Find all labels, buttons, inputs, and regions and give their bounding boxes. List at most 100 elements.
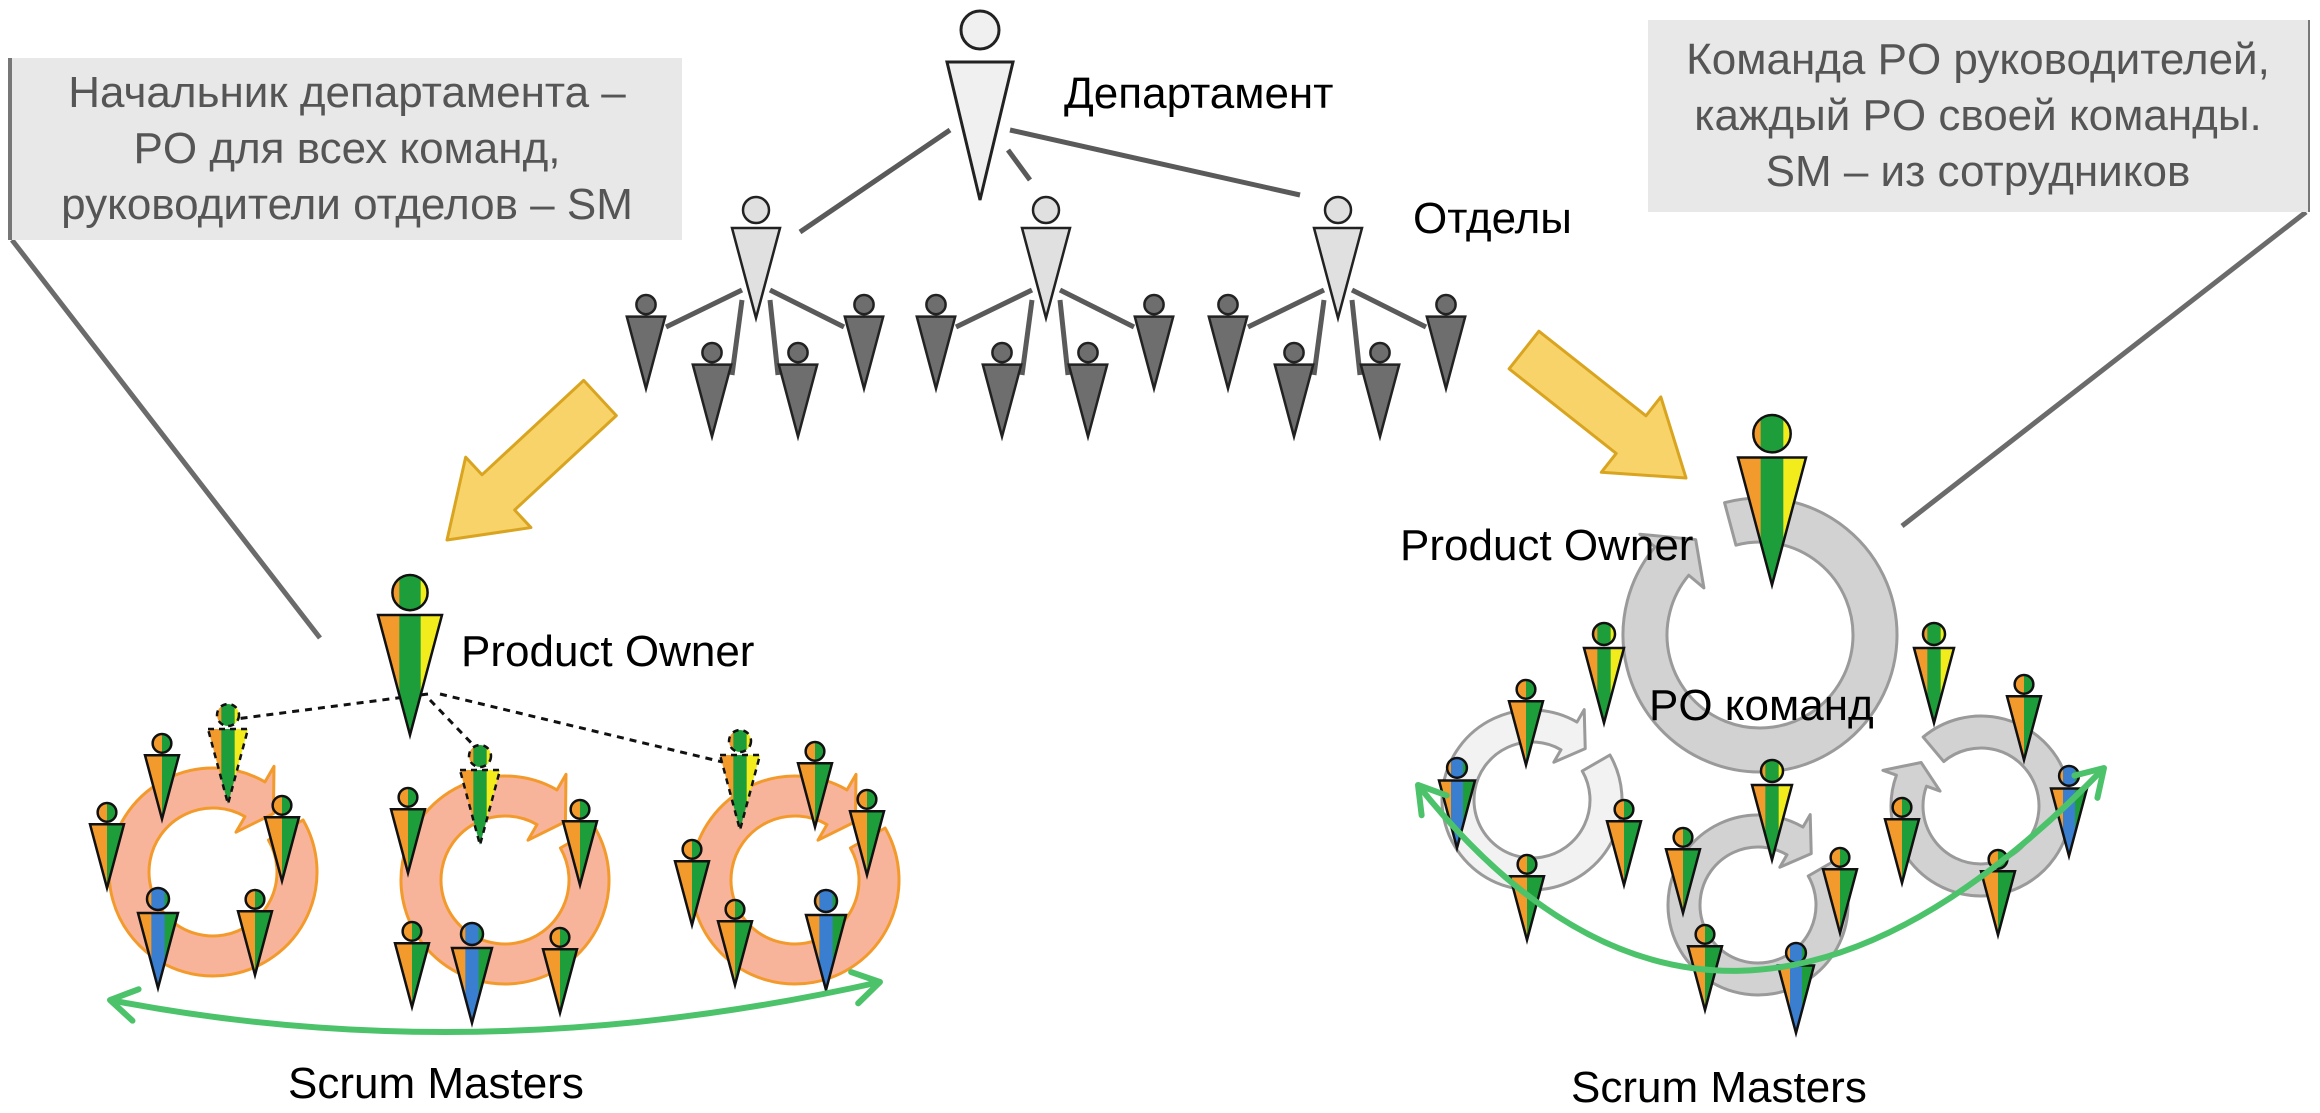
person-head-outline: [459, 921, 485, 947]
person-outline: [1664, 848, 1702, 918]
person-head-outline: [1516, 853, 1538, 875]
person-head-outline: [1921, 621, 1947, 647]
scrum-masters-arc-right: [1415, 765, 2107, 974]
person-outline: [673, 860, 711, 930]
person-outline: [848, 810, 886, 880]
person-head-outline: [215, 702, 241, 728]
person-head-outline: [1829, 846, 1851, 868]
arc-arrowhead-right: [2071, 765, 2107, 801]
person-outline: [1508, 875, 1546, 945]
left-note-line-3: руководители отделов – SM: [61, 180, 633, 229]
division-head-icon: [730, 195, 782, 323]
right-note-line-3: SM – из сотрудников: [1765, 147, 2191, 196]
employee-icon: [625, 293, 667, 394]
person-body: [945, 60, 1015, 201]
person-outline: [389, 808, 427, 878]
person-body: [1359, 363, 1401, 442]
person-head-outline: [856, 788, 878, 810]
po-dashed-link: [227, 692, 429, 722]
person-outline: [1883, 818, 1921, 888]
person-head-outline: [1759, 758, 1785, 784]
person-head: [853, 293, 875, 316]
person-head-outline: [1694, 923, 1716, 945]
person-head-outline: [1445, 756, 1469, 780]
hierarchy-link: [1019, 299, 1035, 376]
employee-icon: [1359, 341, 1401, 442]
person-body: [915, 315, 957, 394]
employee-icon: [1273, 341, 1315, 442]
person-head: [1031, 195, 1061, 225]
cycle-ring: [1621, 496, 1899, 774]
person-outline: [136, 911, 180, 993]
department-head-icon: [945, 9, 1015, 201]
person-outline: [718, 753, 762, 835]
person-body: [1425, 315, 1467, 394]
person-head-outline: [727, 728, 753, 754]
person-outline: [450, 946, 494, 1028]
left-model: [88, 573, 901, 1035]
person-head-outline: [681, 838, 703, 860]
division-head-icon: [1020, 195, 1072, 323]
hierarchy-link: [798, 127, 952, 235]
hierarchy-link: [954, 287, 1034, 330]
person-head-outline: [145, 886, 171, 912]
person-outline: [393, 942, 431, 1012]
person-head-outline: [804, 740, 826, 762]
employee-icon: [777, 341, 819, 442]
employee-icon: [1425, 293, 1467, 394]
person-head: [1217, 293, 1239, 316]
person-outline: [376, 613, 444, 740]
person-outline: [1979, 870, 2017, 940]
person-head: [1143, 293, 1165, 316]
product-owner-label-left: Product Owner: [461, 627, 755, 676]
person-head-outline: [1515, 678, 1537, 700]
po-dashed-link: [428, 698, 482, 754]
person-head-outline: [1672, 826, 1694, 848]
hierarchy-link: [1009, 127, 1301, 198]
arc-arrowhead-left: [107, 986, 142, 1024]
person-outline: [88, 823, 126, 893]
product-owner-label-right: Product Owner: [1400, 521, 1694, 570]
person-outline: [143, 754, 181, 824]
person-outline: [541, 948, 579, 1018]
employee-icon: [843, 293, 885, 394]
person-body: [625, 315, 667, 394]
person-body: [981, 363, 1023, 442]
arc-arrowhead-left: [1415, 782, 1450, 819]
person-head-outline: [151, 732, 173, 754]
person-outline: [206, 727, 250, 809]
person-outline: [561, 820, 599, 890]
person-body: [730, 226, 782, 323]
person-outline: [1507, 700, 1545, 770]
hierarchy-link: [1246, 287, 1326, 330]
person-head: [991, 341, 1013, 364]
person-head-outline: [467, 743, 493, 769]
person-body: [1133, 315, 1175, 394]
left-note-line-2: PO для всех команд,: [133, 124, 561, 173]
person-head-outline: [2013, 673, 2035, 695]
left-note-line-1: Начальник департамента –: [68, 68, 626, 117]
employee-icon: [1207, 293, 1249, 394]
department-label: Департамент: [1064, 69, 1334, 118]
employee-icon: [915, 293, 957, 394]
person-outline: [1821, 868, 1859, 938]
person-outline: [2049, 787, 2089, 861]
person-head: [959, 9, 1001, 51]
divisions-label: Отделы: [1413, 194, 1572, 243]
person-outline: [2005, 695, 2043, 765]
person-head-outline: [813, 888, 839, 914]
po-team-cycle: [1621, 496, 1899, 774]
arc-line: [1415, 765, 2107, 974]
person-head-outline: [1591, 621, 1617, 647]
person-head: [1283, 341, 1305, 364]
person-outline: [1736, 456, 1808, 590]
right-note-leader: [1900, 210, 2308, 528]
person-head-outline: [96, 801, 118, 823]
person-outline: [1686, 945, 1724, 1015]
po-teams-label: PO команд: [1649, 681, 1874, 730]
arc-line: [109, 979, 881, 1035]
person-head-outline: [1613, 798, 1635, 820]
hierarchy-link: [1057, 299, 1071, 376]
person-body: [1273, 363, 1315, 442]
